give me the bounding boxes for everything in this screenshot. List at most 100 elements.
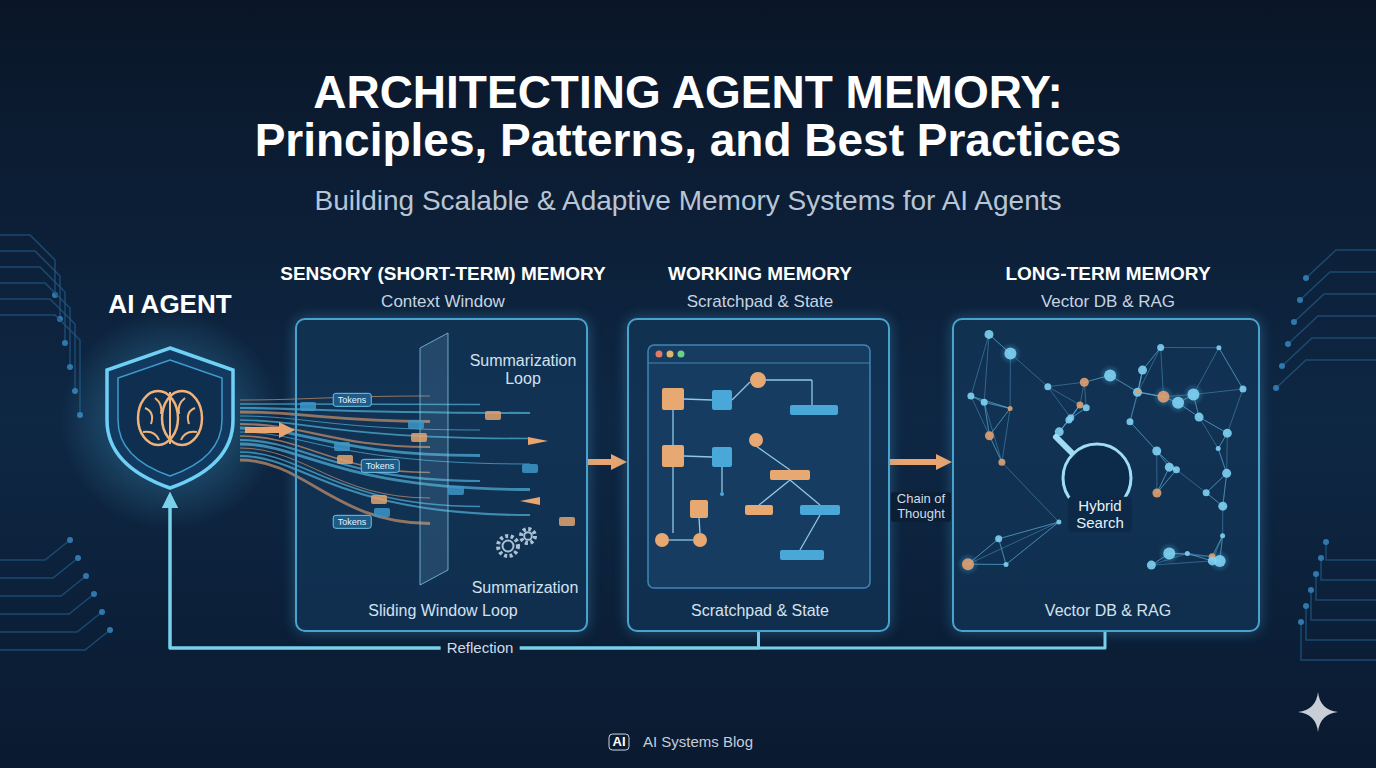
decor-shape [1130, 392, 1138, 421]
decor-shape [749, 433, 763, 447]
decor-shape [672, 410, 673, 445]
decor-shape [745, 505, 773, 515]
decor-shape [1223, 429, 1232, 438]
circuit-traces [0, 235, 1376, 660]
decor-shape [1208, 556, 1217, 565]
decor-shape [967, 393, 974, 400]
decor-shape [684, 456, 712, 457]
decor-shape [1006, 522, 1059, 564]
decor-shape [1219, 348, 1243, 389]
decor-shape [0, 612, 102, 632]
decor-shape [1318, 555, 1324, 561]
decor-shape [503, 541, 514, 552]
decor-shape [656, 351, 663, 358]
decor-shape [1152, 488, 1161, 497]
decor-shape [984, 402, 1002, 462]
decor-shape [971, 334, 989, 396]
title-wrap: ARCHITECTING AGENT MEMORY: Principles, P… [0, 68, 1376, 164]
panel-subtitle: Context Window [381, 292, 505, 312]
decor-shape [1273, 385, 1279, 391]
decor-shape [1209, 550, 1231, 572]
decor-shape [1126, 418, 1133, 425]
decor-shape [1080, 378, 1089, 387]
token-chip [522, 464, 538, 473]
memory-panel: LONG-TERM MEMORYVector DB & RAGVector DB… [952, 318, 1260, 632]
decor-shape [999, 539, 1006, 565]
decor-shape [1279, 363, 1285, 369]
decor-shape [240, 456, 530, 515]
panel-subtitle: Vector DB & RAG [1041, 292, 1175, 312]
decor-shape [667, 351, 674, 358]
decor-shape [0, 576, 86, 596]
token-chip [300, 402, 316, 411]
token-chip-label: Tokens [361, 459, 400, 473]
decor-shape [1176, 470, 1206, 493]
decor-shape [678, 351, 685, 358]
decor-shape [1321, 558, 1376, 580]
sparkle-icon [1298, 692, 1338, 732]
decor-shape [759, 480, 790, 505]
decor-shape [1059, 405, 1080, 432]
decor-shape [1203, 489, 1210, 496]
decor-shape [1276, 360, 1376, 388]
connector-arrow [588, 459, 619, 465]
decor-shape [1185, 551, 1190, 556]
magnifier-handle [1056, 437, 1073, 454]
decor-shape [118, 360, 222, 476]
decor-shape [1313, 571, 1319, 577]
panel-footer: Scratchpad & State [691, 602, 829, 620]
decor-shape [0, 283, 70, 367]
token-chip-label: Tokens [333, 515, 372, 529]
decor-shape [1298, 619, 1304, 625]
decor-shape [672, 467, 673, 533]
panel-fill [295, 318, 588, 632]
decor-shape [1218, 502, 1227, 511]
decor-shape [1226, 433, 1228, 473]
decor-shape [800, 505, 840, 515]
decor-shape [1308, 587, 1314, 593]
window-plane [420, 333, 448, 585]
connector-arrow [245, 427, 287, 433]
decor-shape [1216, 446, 1221, 451]
decor-shape [770, 470, 810, 480]
decor-shape [998, 459, 1005, 466]
loop-label: Sliding Window Loop [368, 602, 517, 620]
panel-fill [627, 318, 890, 632]
decor-shape [67, 364, 73, 370]
decor-shape [1172, 397, 1184, 409]
decor-shape [524, 532, 532, 540]
decor-shape [1157, 470, 1176, 493]
decor-shape [1099, 364, 1121, 386]
decor-shape [1002, 462, 1059, 522]
decor-shape [1167, 392, 1189, 414]
decor-shape [971, 396, 1010, 408]
decor-shape [138, 391, 178, 445]
decor-shape [1187, 389, 1199, 401]
decor-shape [1002, 408, 1010, 462]
decor-shape [720, 492, 724, 496]
decor-shape [1306, 250, 1376, 278]
decor-shape [971, 396, 1010, 408]
decor-shape [981, 399, 988, 406]
small-arrow [528, 437, 548, 445]
decor-shape [0, 235, 55, 295]
decor-shape [1303, 603, 1309, 609]
connector-arrow [890, 459, 944, 465]
agent-shield-icon [95, 342, 245, 492]
decor-shape [1147, 561, 1156, 570]
panel-fill [952, 318, 1260, 632]
decor-shape [0, 540, 70, 560]
scratchpad-window [648, 345, 870, 588]
decor-shape [1297, 297, 1303, 303]
decor-shape [0, 558, 78, 578]
memory-panel: SENSORY (SHORT-TERM) MEMORYContext Windo… [295, 318, 588, 632]
decor-shape [62, 340, 68, 346]
node-heading: AI AGENT [95, 290, 245, 320]
decor-shape [181, 432, 197, 440]
decor-shape [1151, 561, 1212, 565]
decor-shape [1311, 590, 1376, 620]
decor-shape [1076, 401, 1083, 408]
token-chip [485, 411, 501, 420]
decor-shape [1195, 413, 1204, 422]
decor-shape [145, 408, 152, 424]
